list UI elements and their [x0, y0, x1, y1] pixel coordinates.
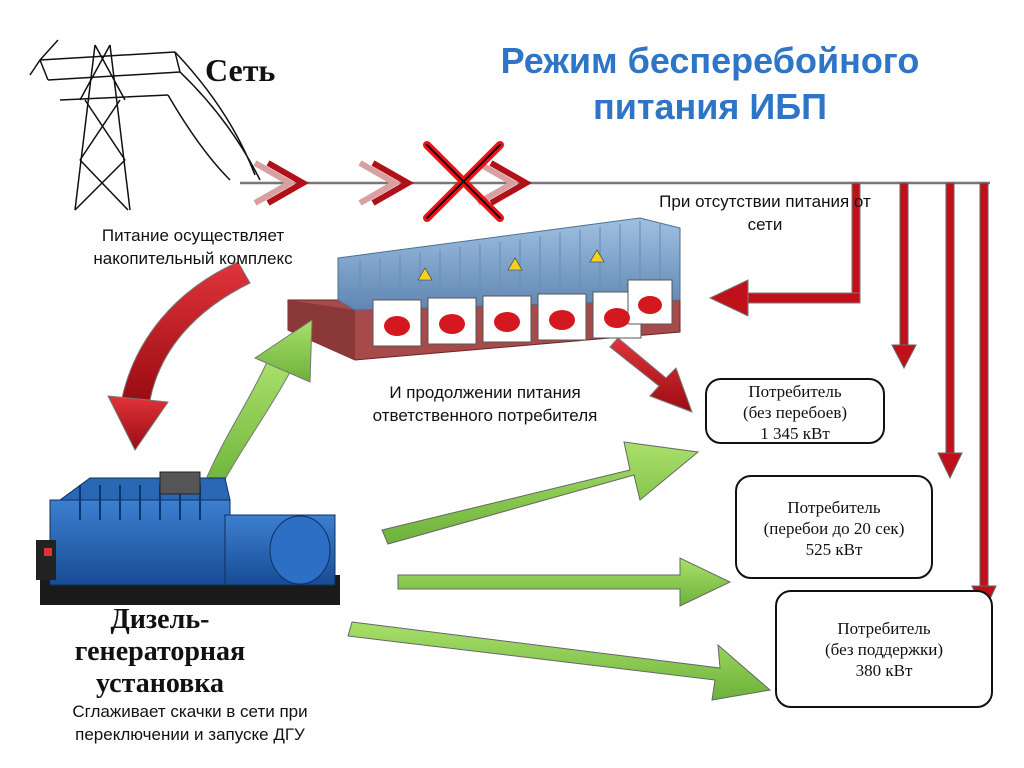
smoothing-caption: Сглаживает скачки в сети при переключени… — [72, 702, 308, 744]
consumer-name: Потребитель — [748, 382, 842, 401]
absence-feed-arrow — [708, 182, 861, 317]
disconnect-cross-icon — [423, 141, 504, 222]
grid-power-line — [240, 160, 990, 206]
continuation-caption: И продолжении питания ответственного пот… — [372, 383, 598, 425]
consumer-power: 380 кВт — [855, 661, 913, 680]
grid-label: Сеть — [205, 52, 276, 88]
storage-to-generator-arrow — [107, 261, 251, 451]
generator-label: Дизель-генераторная установка — [74, 604, 246, 699]
page-title: Режим бесперебойного питания ИБП — [500, 40, 920, 127]
consumer-box-2: Потребитель (перебои до 20 сек) 525 кВт — [735, 475, 933, 579]
consumer-power: 1 345 кВт — [760, 424, 830, 443]
consumer-box-1: Потребитель (без перебоев) 1 345 кВт — [705, 378, 885, 444]
consumer-power: 525 кВт — [805, 540, 863, 559]
storage-to-consumer1-arrow — [609, 337, 693, 413]
consumer-note: (без поддержки) — [824, 640, 944, 659]
energy-storage-container-icon — [287, 217, 681, 361]
consumer-box-3: Потребитель (без поддержки) 380 кВт — [775, 590, 993, 708]
generator-to-storage-arrow — [204, 319, 313, 493]
storage-caption: Питание осуществляет накопительный компл… — [93, 226, 293, 268]
consumer-note: (без перебоев) — [742, 403, 848, 422]
power-pylon-icon — [29, 39, 261, 211]
diesel-generator-icon — [36, 471, 340, 605]
consumer-name: Потребитель — [787, 498, 881, 517]
consumer-note: (перебои до 20 сек) — [763, 519, 905, 538]
generator-to-consumer-arrows — [347, 441, 772, 701]
absence-caption: При отсутствии питания от сети — [659, 192, 871, 234]
consumer-drop-arrows — [891, 182, 997, 614]
consumer-name: Потребитель — [837, 619, 931, 638]
